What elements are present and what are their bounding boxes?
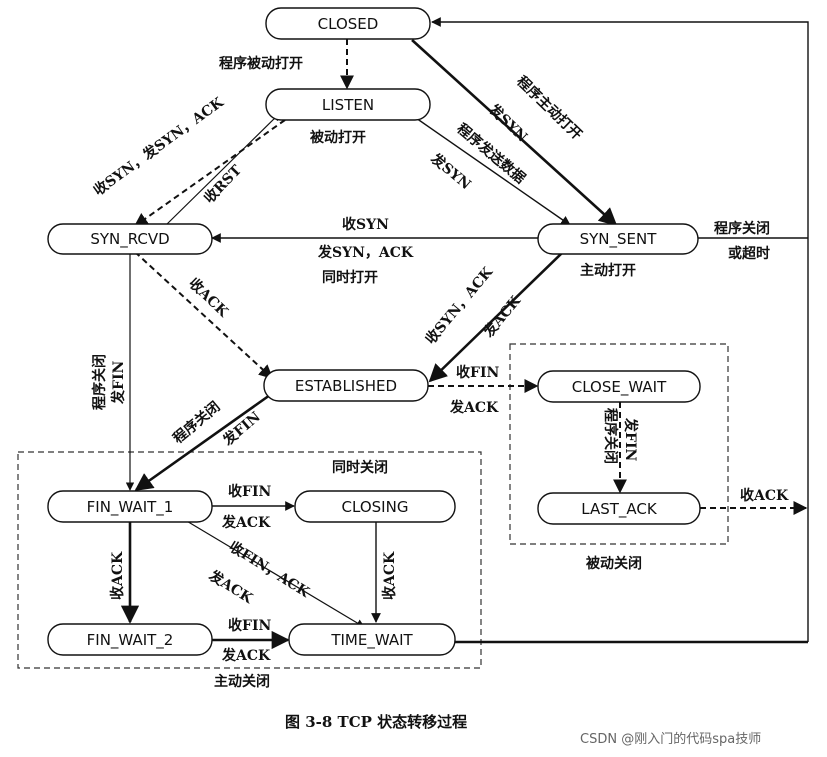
state-closed-label: CLOSED	[318, 15, 379, 33]
watermark: CSDN @刚入门的代码spa技师	[580, 731, 761, 747]
edge-listen-synsent	[415, 117, 571, 226]
label-send-ack-fw1: 发ACK	[221, 514, 271, 531]
state-close-wait: CLOSE_WAIT	[537, 370, 701, 403]
state-time-wait: TIME_WAIT	[288, 623, 456, 656]
label-app-close-diag: 程序关闭	[170, 398, 224, 447]
label-send-syn-1: 发SYN	[485, 100, 531, 146]
edge-closed-synsent	[411, 39, 618, 227]
label-app-close: 程序关闭	[714, 220, 770, 237]
state-fin-wait-2-label: FIN_WAIT_2	[87, 631, 174, 650]
state-fin-wait-1: FIN_WAIT_1	[47, 490, 213, 523]
state-listen-label: LISTEN	[322, 96, 374, 114]
edge-synrcvd-listen	[164, 112, 281, 227]
label-app-close-cw: 程序关闭	[602, 408, 619, 464]
state-time-wait-label: TIME_WAIT	[330, 631, 413, 650]
state-fin-wait-2: FIN_WAIT_2	[47, 623, 213, 656]
label-send-ack-right: 发ACK	[449, 399, 499, 416]
label-recv-fin-fw2: 收FIN	[228, 617, 271, 634]
label-or-timeout: 或超时	[728, 245, 770, 262]
label-app-close-left: 程序关闭	[91, 354, 108, 410]
label-send-syn-ack-mid: 发SYN，ACK	[317, 244, 414, 261]
label-send-fin-left: 发FIN	[110, 361, 127, 405]
label-simultaneous-open: 同时打开	[322, 269, 378, 286]
edge-listen-synrcvd	[133, 119, 286, 227]
label-recv-fin-right: 收FIN	[456, 364, 499, 381]
label-simultaneous-close: 同时关闭	[332, 459, 388, 476]
label-recv-syn-mid: 收SYN	[342, 216, 389, 233]
state-syn-rcvd: SYN_RCVD	[47, 223, 213, 255]
state-syn-sent: SYN_SENT	[537, 223, 699, 255]
label-recv-syn-send-syn-ack: 收SYN，发SYN，ACK	[90, 93, 227, 199]
edge-right-rail	[431, 17, 809, 642]
state-syn-sent-label: SYN_SENT	[580, 230, 658, 249]
edge-synrcvd-established	[134, 251, 274, 379]
label-passive-open-cmd: 程序被动打开	[219, 55, 303, 72]
edge-synsent-established	[428, 251, 564, 383]
state-fin-wait-1-label: FIN_WAIT_1	[87, 498, 174, 517]
state-listen: LISTEN	[265, 88, 431, 121]
state-syn-rcvd-label: SYN_RCVD	[90, 230, 169, 249]
state-last-ack: LAST_ACK	[537, 492, 701, 525]
passive-close-box	[509, 343, 729, 545]
state-closing-label: CLOSING	[342, 498, 409, 516]
state-last-ack-label: LAST_ACK	[581, 500, 658, 519]
state-closing: CLOSING	[294, 490, 456, 523]
state-established-label: ESTABLISHED	[295, 377, 397, 395]
label-active-open: 主动打开	[580, 262, 636, 279]
label-send-syn-2: 发SYN	[427, 149, 475, 193]
label-send-fin-cw: 发FIN	[622, 417, 639, 461]
state-established: ESTABLISHED	[263, 369, 429, 402]
label-active-close: 主动关闭	[214, 673, 270, 690]
edge-established-finwait1	[134, 393, 271, 492]
state-closed: CLOSED	[265, 7, 431, 40]
label-recv-fin-fw1: 收FIN	[228, 483, 271, 500]
label-recv-ack-fw: 收ACK	[109, 551, 126, 600]
label-passive-close: 被动关闭	[586, 555, 642, 572]
state-close-wait-label: CLOSE_WAIT	[572, 378, 667, 397]
label-recv-ack-1: 收ACK	[185, 275, 232, 321]
figure-caption: 图 3-8 TCP 状态转移过程	[285, 713, 467, 731]
simultaneous-close-box	[17, 451, 482, 669]
label-send-ack-diag: 发ACK	[205, 566, 256, 607]
label-recv-ack-closing: 收ACK	[381, 551, 398, 600]
edge-finwait1-timewait	[184, 519, 365, 628]
label-passive-open: 被动打开	[310, 129, 366, 146]
label-send-ack-1: 发ACK	[479, 292, 524, 341]
label-send-ack-fw2: 发ACK	[221, 647, 271, 664]
label-recv-ack-lastack: 收ACK	[740, 487, 789, 504]
